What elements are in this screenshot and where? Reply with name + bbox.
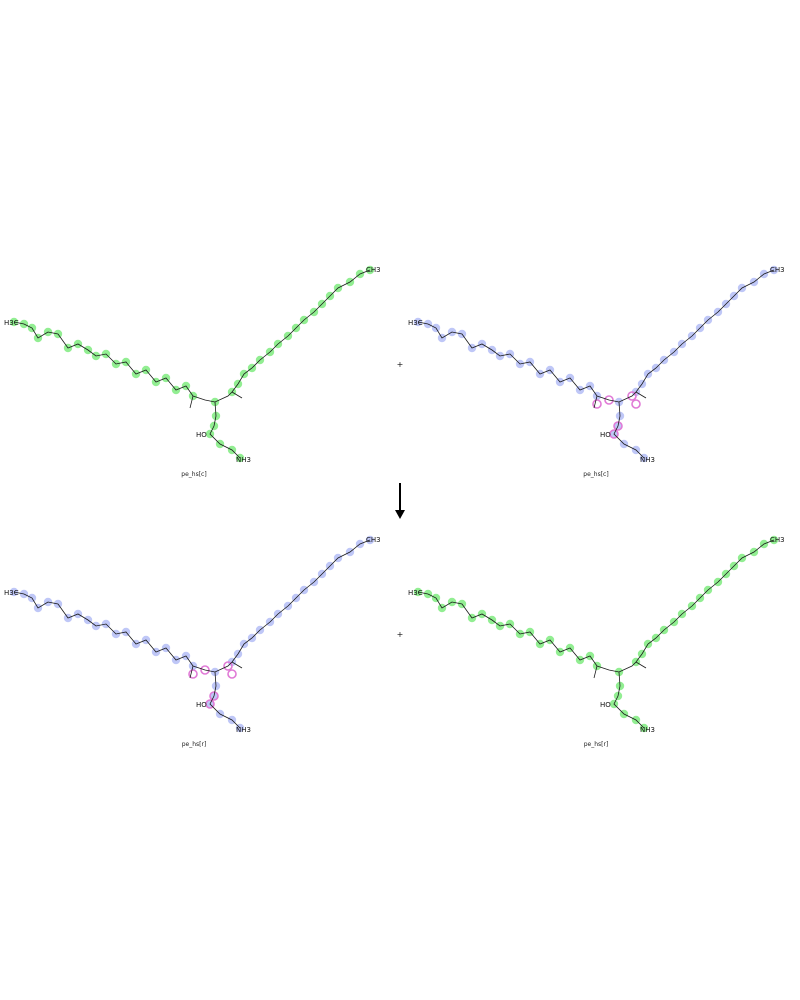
bond-chain <box>13 591 194 667</box>
atom-label-left-methyl: H3C <box>408 319 423 327</box>
carbonyl-bond <box>231 661 243 669</box>
bond-chain <box>13 321 194 397</box>
bond-chain <box>231 269 371 393</box>
bonds <box>13 269 371 459</box>
oxygen-highlight <box>227 669 237 679</box>
atom-label-hydroxyl: HO <box>196 701 207 709</box>
bond-chain <box>635 269 775 393</box>
atom-highlights <box>413 265 779 463</box>
carbonyl-bond <box>635 661 647 669</box>
oxygen-highlight <box>200 665 210 675</box>
oxygen-highlight <box>609 429 619 439</box>
bond-chain <box>635 539 775 663</box>
oxygen-highlight <box>604 395 614 405</box>
molecule-name-product-2: pe_hs[r] <box>584 741 609 748</box>
atom-highlights <box>9 265 375 463</box>
atom-highlights <box>9 535 375 733</box>
carbonyl-bond <box>593 665 598 679</box>
bonds <box>13 539 371 729</box>
carbonyl-bond <box>189 665 194 679</box>
bonds <box>417 539 775 729</box>
carbonyl-bond <box>593 395 598 409</box>
atom-label-left-methyl: H3C <box>408 589 423 597</box>
carbonyl-bond <box>189 395 194 409</box>
atom-label-amine: NH3 <box>640 726 655 734</box>
bond-chain <box>417 321 598 397</box>
atom-label-amine: NH3 <box>236 726 251 734</box>
oxygen-highlight <box>223 661 233 671</box>
atom-label-left-methyl: H3C <box>4 319 19 327</box>
oxygen-highlight <box>627 391 637 401</box>
molecule-name-reactant-1: pe_hs[c] <box>181 471 206 478</box>
oxygen-highlight <box>209 691 219 701</box>
bond-chain <box>417 591 598 667</box>
atom-label-amine: NH3 <box>640 456 655 464</box>
atom-label-hydroxyl: HO <box>600 431 611 439</box>
molecule-name-product-1: pe_hs[r] <box>182 741 207 748</box>
oxygen-highlight <box>613 421 623 431</box>
atom-label-amine: NH3 <box>236 456 251 464</box>
oxygen-highlight <box>205 699 215 709</box>
molecule-name-reactant-2: pe_hs[c] <box>583 471 608 478</box>
bond-chain <box>209 671 241 729</box>
atom-label-right-methyl: CH3 <box>770 266 785 274</box>
bonds <box>417 269 775 459</box>
plus-sign-reactants: + <box>397 360 404 369</box>
atom-label-right-methyl: CH3 <box>770 536 785 544</box>
carbonyl-bond <box>231 391 243 399</box>
atom-label-right-methyl: CH3 <box>366 536 381 544</box>
plus-sign-products: + <box>397 630 404 639</box>
atom-label-hydroxyl: HO <box>196 431 207 439</box>
atom-label-hydroxyl: HO <box>600 701 611 709</box>
atom-highlights <box>413 535 779 733</box>
atom-label-left-methyl: H3C <box>4 589 19 597</box>
bond-chain <box>209 401 241 459</box>
atom-label-right-methyl: CH3 <box>366 266 381 274</box>
oxygen-highlight <box>631 399 641 409</box>
carbonyl-bond <box>635 391 647 399</box>
bond-chain <box>231 539 371 663</box>
oxygen-highlight <box>592 399 602 409</box>
bond-chain <box>613 671 645 729</box>
bond-chain <box>613 401 645 459</box>
oxygen-highlight <box>188 669 198 679</box>
reaction-arrow-icon <box>395 483 405 519</box>
